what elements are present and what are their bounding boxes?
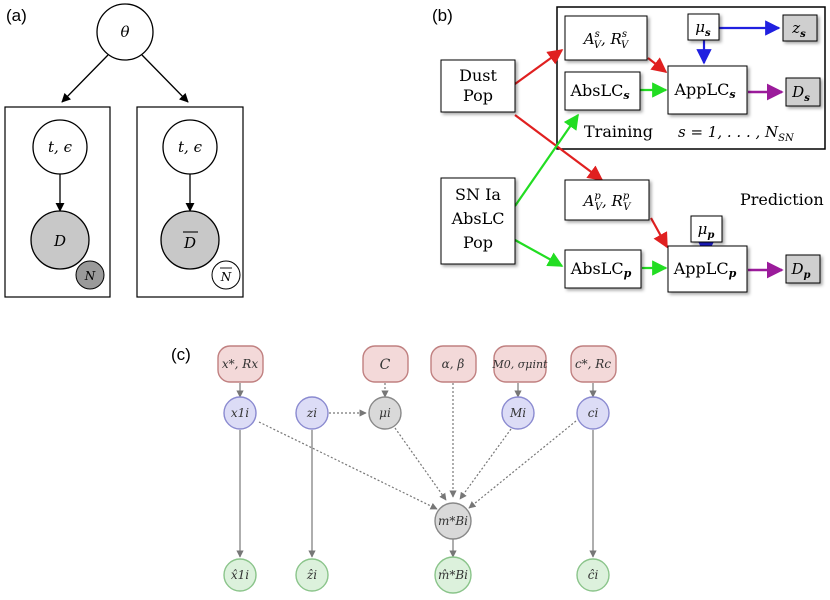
pred-data-label: Dp (790, 260, 810, 281)
latent-c-node (576, 396, 610, 430)
latent-m-node (501, 396, 535, 430)
training-range: s = 1, . . . , NSN (678, 123, 795, 144)
prior-x-label: x*, Rx (222, 357, 258, 371)
edge-sn-pred-abslc (514, 239, 564, 267)
edge-dust-pred-av (514, 114, 604, 181)
train-av-sup: s (595, 29, 600, 40)
pred-data-box (785, 254, 821, 284)
prior-x-box (217, 345, 264, 383)
obs-c-label: ĉi (588, 568, 599, 582)
obs-m-label: m̂*Bi (438, 568, 468, 582)
latent-c-label: ci (588, 406, 599, 420)
pred-mu-box (690, 215, 723, 243)
prior-m-box (493, 345, 547, 383)
edge-theta-right (141, 54, 189, 103)
latent-mu-label: μi (379, 406, 391, 420)
edge-mu-m (394, 427, 447, 501)
obs-x1-node (223, 558, 257, 592)
sn-pop-line2: AbsLC (451, 209, 505, 228)
edge-mi-m (459, 428, 512, 500)
edge-sn-train-abslc (514, 113, 579, 207)
left-count-label: N (84, 269, 96, 283)
sn-pop-box (440, 177, 516, 265)
panel-a-label: (a) (6, 6, 27, 25)
sn-pop-line1: SN Ia (455, 185, 501, 204)
train-mu-box (687, 13, 720, 41)
pred-mu-label: μp (698, 220, 715, 241)
obs-z-label: ẑi (306, 568, 317, 582)
sn-pop-line3: Pop (463, 233, 493, 252)
edge-c-m (468, 420, 577, 509)
prior-cstar-box (570, 345, 617, 383)
latent-z-label: zi (306, 406, 317, 420)
central-m-label: m*Bi (438, 514, 468, 528)
prior-cstar-label: c*, Rc (575, 357, 611, 371)
prediction-label: Prediction (740, 190, 824, 209)
right-count-badge (211, 260, 241, 290)
obs-m-node (434, 556, 472, 594)
train-data-box (785, 77, 821, 107)
latent-x1-label: x1i (231, 406, 249, 420)
panel-c: (c) x*, Rx C (171, 345, 617, 594)
obs-z-node (295, 558, 329, 592)
edge-theta-left (61, 54, 109, 103)
edge-train-av-applc (647, 57, 668, 73)
latent-mu-node (368, 396, 402, 430)
train-applc-label: AppLCs (673, 80, 735, 101)
prior-c-label: C (380, 357, 391, 373)
left-count-badge (75, 260, 105, 290)
prior-alpha-box (430, 345, 477, 383)
left-data-node (30, 210, 90, 270)
obs-x1-label: x̂1i (231, 568, 249, 582)
panel-a: (a) θ t, ϵ D N t, ϵ D N (4, 3, 244, 298)
prior-c-box (362, 345, 409, 383)
theta-label: θ (120, 23, 129, 41)
left-data-label: D (53, 232, 66, 250)
train-applc-box (667, 65, 748, 115)
dust-pop-line1: Dust (459, 66, 497, 85)
panel-c-label: (c) (171, 345, 191, 364)
obs-c-node (576, 558, 610, 592)
right-data-node (160, 210, 220, 270)
left-latent-label: t, ϵ (48, 138, 73, 156)
right-data-label: D (183, 234, 196, 252)
right-latent-label: t, ϵ (178, 138, 203, 156)
train-data-label: Ds (791, 83, 810, 104)
edge-x1-m (258, 421, 438, 510)
right-count-label: N (220, 270, 232, 284)
prior-m-label: M0, σμint (492, 358, 549, 371)
latent-m-label: Mi (509, 406, 526, 420)
panel-b-label: (b) (432, 6, 453, 25)
train-av-rv-box (564, 15, 648, 61)
edge-pred-av-applc (650, 217, 668, 249)
pred-applc-box (667, 245, 748, 293)
train-mu-label: μs (695, 18, 711, 39)
theta-node (96, 3, 154, 61)
left-plate (4, 106, 111, 298)
train-abslc-label: AbsLCs (569, 81, 629, 102)
prior-alpha-label: α, β (442, 357, 465, 371)
train-z-label: zs (791, 19, 806, 40)
pred-abslc-box (564, 249, 642, 289)
central-m-node (434, 502, 472, 540)
edge-dust-train-av (514, 49, 564, 85)
pred-applc-label: AppLCp (673, 259, 737, 280)
latent-x1-node (223, 396, 257, 430)
train-z-box (782, 14, 818, 42)
training-label: Training (584, 122, 653, 141)
pred-av-rv-box (564, 179, 650, 221)
latent-z-node (295, 396, 329, 430)
train-rv-sup: s (622, 29, 627, 40)
dust-pop-line2: Pop (463, 86, 493, 105)
train-abslc-box (564, 71, 641, 111)
dust-pop-box (440, 59, 516, 113)
pred-abslc-label: AbsLCp (570, 259, 632, 280)
right-plate (136, 106, 244, 298)
